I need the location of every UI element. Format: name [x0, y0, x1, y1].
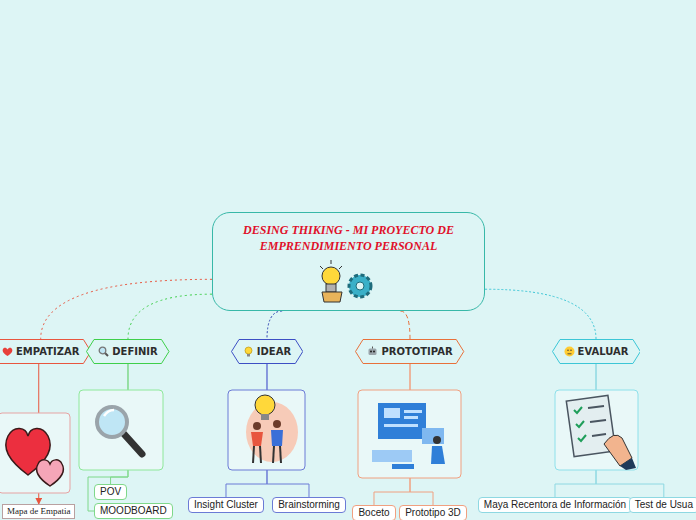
- branch-topic: EVALUAR: [552, 339, 641, 364]
- node-text: EVALUAR: [578, 346, 629, 357]
- node-text: MOODBOARD: [100, 505, 167, 516]
- checklist-illustration: [555, 390, 638, 470]
- connector: [267, 311, 282, 339]
- node-text: PROTOTIPAR: [381, 346, 452, 357]
- node-text: Boceto: [358, 507, 389, 518]
- subtopic-box: Brainstorming: [272, 497, 346, 513]
- node-text: Test de Usua: [635, 499, 693, 510]
- node-text: Brainstorming: [278, 499, 340, 510]
- central-topic: DESING THIKING - MI PROYECTO DE EMPRENDI…: [212, 212, 485, 311]
- subtopic-box: Maya Recentora de Información: [478, 497, 632, 513]
- node-text: POV: [100, 486, 121, 497]
- subtopic-box: MOODBOARD: [94, 503, 173, 519]
- magnifier-illustration: [79, 390, 163, 470]
- idea-illustration: [228, 390, 305, 470]
- node-text: IDEAR: [257, 346, 291, 357]
- branch-icon: [98, 346, 109, 357]
- heart-illustration: [0, 413, 70, 493]
- subtopic-box: Mapa de Empatia: [2, 504, 75, 519]
- branch-icon: [367, 346, 378, 357]
- branch-topic: DEFINIR: [86, 339, 169, 364]
- branch-icon: [2, 346, 13, 357]
- prototype-illustration: [358, 390, 461, 478]
- idea-gear-icon: [316, 258, 382, 304]
- branch-icon: [564, 346, 575, 357]
- node-text: EMPATIZAR: [16, 346, 79, 357]
- subtopic-box: Test de Usua: [629, 497, 696, 513]
- connector: [41, 279, 212, 339]
- node-text: Prototipo 3D: [405, 507, 461, 518]
- branch-topic: PROTOTIPAR: [355, 339, 464, 364]
- node-text: Maya Recentora de Información: [484, 499, 626, 510]
- node-text: DEFINIR: [112, 346, 157, 357]
- branch-icon: [243, 346, 254, 357]
- subtopic-box: Prototipo 3D: [399, 505, 467, 520]
- subtopic-box: Boceto: [352, 505, 395, 520]
- branch-topic: EMPATIZAR: [0, 339, 91, 364]
- branch-topic: IDEAR: [231, 339, 303, 364]
- connector: [128, 294, 212, 339]
- subtopic-box: POV: [94, 484, 127, 500]
- node-text: Mapa de Empatia: [7, 506, 70, 516]
- node-text: Insight Cluster: [194, 499, 258, 510]
- subtopic-box: Insight Cluster: [188, 497, 264, 513]
- node-text: DESING THIKING - MI PROYECTO DE EMPRENDI…: [243, 223, 454, 253]
- connector: [400, 311, 410, 339]
- connector: [485, 289, 596, 339]
